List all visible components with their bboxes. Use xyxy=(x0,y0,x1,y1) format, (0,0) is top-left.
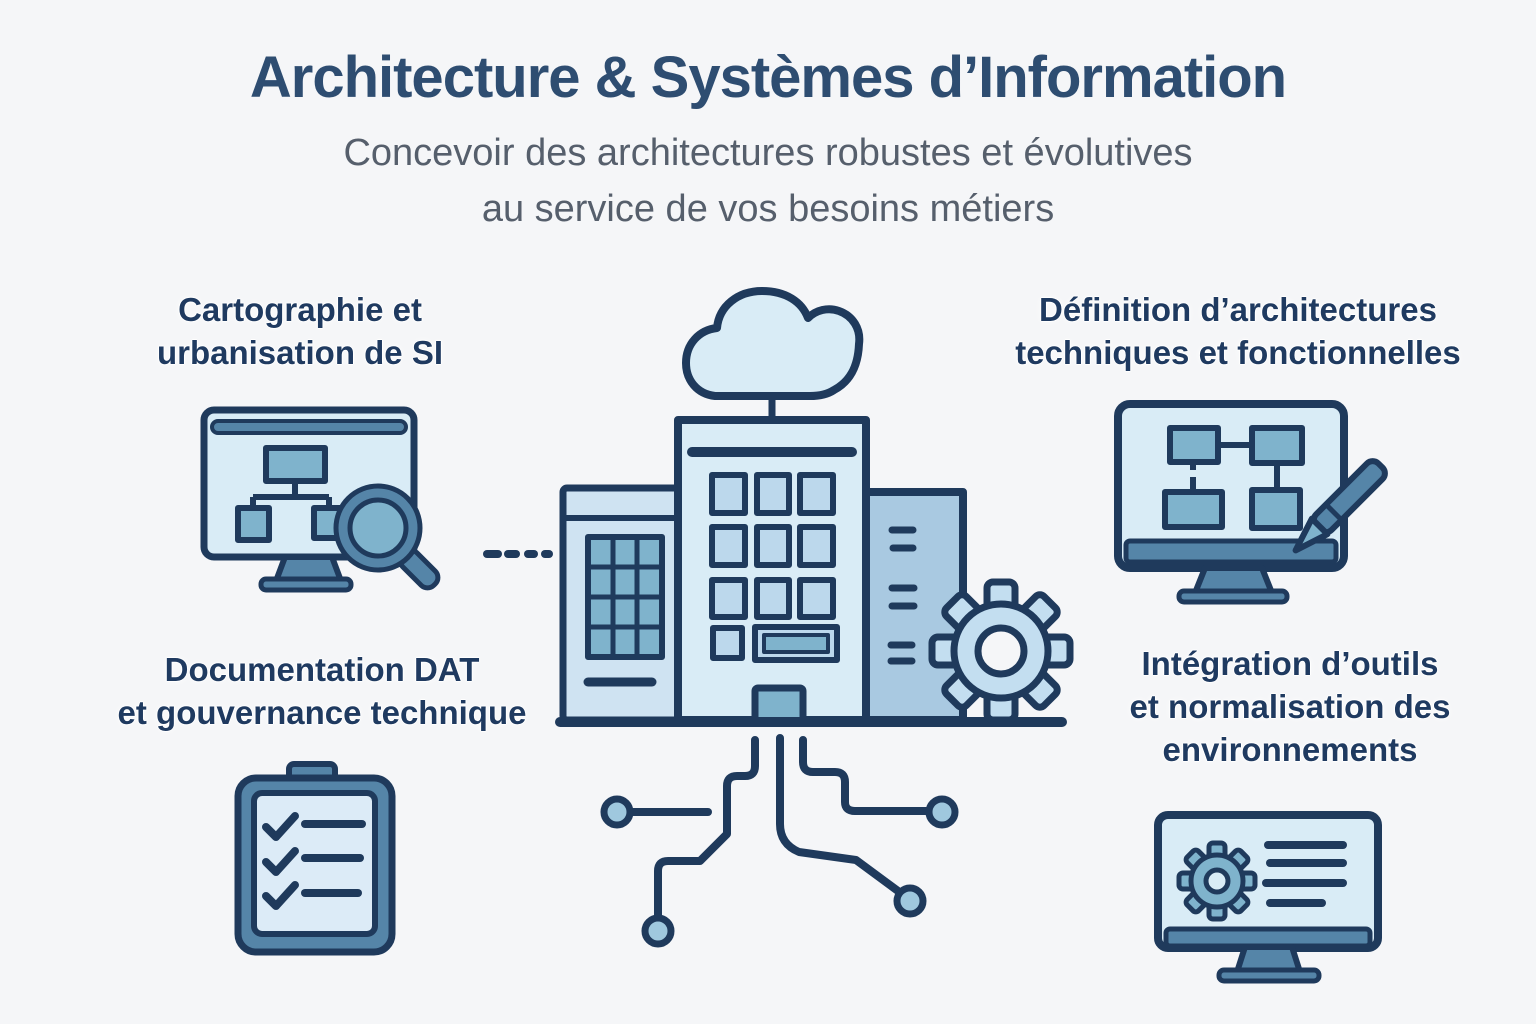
monitor-diagram-pencil-icon xyxy=(1114,400,1388,605)
circuit-lines-icon xyxy=(600,734,959,948)
diagram-boxes xyxy=(1162,425,1305,531)
feature-label-line: Cartographie et xyxy=(178,291,422,328)
feature-label-cartography: Cartographie et urbanisation de SI xyxy=(100,288,500,374)
cloud-icon xyxy=(682,287,864,428)
feature-label-integration: Intégration d’outils et normalisation de… xyxy=(1075,642,1505,771)
feature-label-line: urbanisation de SI xyxy=(156,334,444,371)
magnifier-lens xyxy=(347,497,409,559)
small-gear-icon xyxy=(1176,840,1258,922)
page-title: Architecture & Systèmes d’Information xyxy=(249,45,1287,110)
feature-label-line: Intégration d’outils xyxy=(1141,645,1439,682)
monitor-base xyxy=(1216,967,1322,984)
settings-list-lines xyxy=(1262,841,1347,907)
monitor-flowchart-magnifier-icon xyxy=(200,406,441,593)
circuit-node xyxy=(600,795,634,829)
page-subtitle-line2: au service de vos besoins métiers xyxy=(481,188,1055,230)
circuit-node xyxy=(925,795,959,829)
check-icon xyxy=(262,812,299,841)
feature-label-line: et normalisation des xyxy=(1129,688,1451,725)
pencil-tip xyxy=(1292,515,1331,554)
wide-window-inner xyxy=(762,633,830,654)
monitor-bottom-bar xyxy=(1163,926,1373,949)
check-icon xyxy=(262,847,299,876)
pencil-icon xyxy=(1292,458,1388,554)
gear-icon xyxy=(928,578,1074,724)
building-door xyxy=(751,684,807,726)
monitor-gear-list-icon xyxy=(1154,811,1382,984)
feature-label-line: et gouvernance technique xyxy=(117,694,527,731)
circuit-node xyxy=(641,914,675,948)
circuit-node xyxy=(893,884,927,918)
feature-label-line: environnements xyxy=(1162,731,1418,768)
magnifier-icon xyxy=(333,483,441,591)
feature-label-definition: Définition d’architectures techniques et… xyxy=(950,288,1526,374)
enterprise-system-illustration xyxy=(483,287,1074,948)
feature-label-documentation: Documentation DAT et gouvernance techniq… xyxy=(62,648,582,734)
check-icon xyxy=(262,881,299,910)
office-building-icon xyxy=(674,416,870,726)
monitor-base xyxy=(1176,588,1290,605)
monitor-bottom-bar xyxy=(1123,538,1339,565)
monitor-base xyxy=(258,576,354,593)
left-building-icon xyxy=(559,484,684,724)
page-subtitle-line1: Concevoir des architectures robustes et … xyxy=(343,132,1193,174)
monitor-icon xyxy=(1114,400,1348,605)
feature-label-line: Documentation DAT xyxy=(164,651,480,688)
feature-label-line: Définition d’architectures xyxy=(1039,291,1437,328)
clipboard-checklist-icon xyxy=(234,761,396,956)
checklist-rows xyxy=(262,812,366,910)
feature-label-line: techniques et fonctionnelles xyxy=(1015,334,1461,371)
